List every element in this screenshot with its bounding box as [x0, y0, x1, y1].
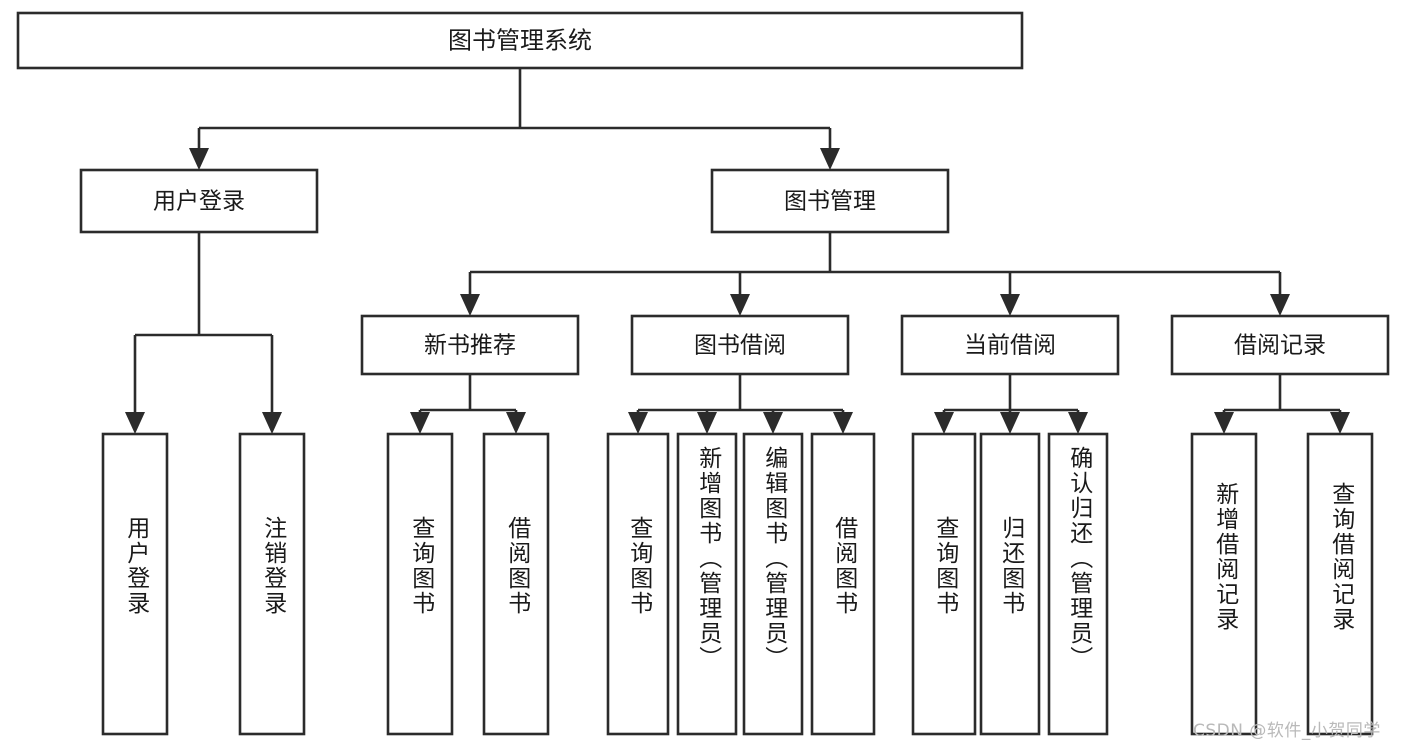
node-book-management-box[interactable] [710, 168, 950, 234]
arrowhead-leaf-query-books-recommend [410, 412, 430, 434]
node-leaf-edit-book-admin-box[interactable] [742, 432, 804, 736]
node-leaf-return-books-box[interactable] [979, 432, 1041, 736]
connector-group-user-login [125, 232, 282, 434]
leaf-boxes [101, 432, 1374, 736]
node-book-borrow-box[interactable] [630, 314, 850, 376]
csdn-watermark: CSDN @软件_小贺同学 [1193, 721, 1381, 741]
connector-group-book-borrow [628, 374, 853, 434]
node-leaf-user-login-box[interactable] [101, 432, 169, 736]
node-current-borrow[interactable]: 当前借阅 [900, 314, 1120, 376]
node-new-book-recommend-box[interactable] [360, 314, 580, 376]
arrowhead-book-management [820, 148, 840, 170]
connector-bb-drops [636, 410, 845, 412]
node-leaf-borrow-books-recommend-box[interactable] [482, 432, 550, 736]
connector-group-new-book-recommend [410, 374, 526, 434]
node-new-book-recommend-label: 新书推荐 [424, 333, 516, 359]
node-leaf-query-books-recommend-box[interactable] [386, 432, 454, 736]
node-leaf-logout-box[interactable] [238, 432, 306, 736]
node-user-login[interactable]: 用户登录 [79, 168, 319, 234]
connector-cb-drops [942, 410, 1080, 412]
arrowhead-borrow-records [1270, 294, 1290, 316]
node-leaf-confirm-return-admin-box[interactable] [1047, 432, 1109, 736]
arrowhead-leaf-borrow-books [833, 412, 853, 434]
node-user-login-box[interactable] [79, 168, 319, 234]
arrowhead-leaf-query-books-borrow [628, 412, 648, 434]
node-book-management-label: 图书管理 [784, 189, 876, 215]
arrowhead-leaf-add-book-admin [697, 412, 717, 434]
node-leaf-query-books-current-box[interactable] [911, 432, 977, 736]
node-borrow-records-label: 借阅记录 [1234, 333, 1326, 359]
node-leaf-borrow-books-box[interactable] [810, 432, 876, 736]
node-leaf-query-books-borrow-box[interactable] [606, 432, 670, 736]
arrowhead-leaf-add-borrow-record [1214, 412, 1234, 434]
node-user-login-label: 用户登录 [153, 189, 245, 215]
arrowhead-new-book-recommend [460, 294, 480, 316]
node-book-management[interactable]: 图书管理 [710, 168, 950, 234]
connector-group-current-borrow [934, 374, 1088, 434]
node-current-borrow-box[interactable] [900, 314, 1120, 376]
node-borrow-records[interactable]: 借阅记录 [1170, 314, 1390, 376]
arrowhead-leaf-borrow-books-recommend [506, 412, 526, 434]
connector-group-borrow-records [1214, 374, 1350, 434]
node-current-borrow-label: 当前借阅 [964, 333, 1056, 359]
node-leaf-query-borrow-record-box[interactable] [1306, 432, 1374, 736]
arrowhead-leaf-logout [262, 412, 282, 434]
connector-group-book-management [460, 232, 1290, 316]
arrowhead-leaf-query-borrow-record [1330, 412, 1350, 434]
node-borrow-records-box[interactable] [1170, 314, 1390, 376]
arrowhead-leaf-user-login [125, 412, 145, 434]
node-root-box[interactable] [16, 11, 1024, 70]
node-root-label: 图书管理系统 [448, 27, 592, 55]
node-leaf-add-borrow-record-box[interactable] [1190, 432, 1258, 736]
node-book-borrow-label: 图书借阅 [694, 333, 786, 359]
node-book-borrow[interactable]: 图书借阅 [630, 314, 850, 376]
arrowhead-leaf-query-books-current [934, 412, 954, 434]
arrowhead-leaf-confirm-return-admin [1068, 412, 1088, 434]
arrowhead-current-borrow [1000, 294, 1020, 316]
connector-br-drops [1222, 410, 1342, 412]
node-root[interactable]: 图书管理系统 [16, 11, 1024, 70]
arrowhead-user-login [189, 148, 209, 170]
connector-group-root [189, 68, 840, 170]
node-leaf-add-book-admin-box[interactable] [676, 432, 738, 736]
arrowhead-leaf-return-books [1000, 412, 1020, 434]
arrowhead-book-borrow [730, 294, 750, 316]
node-new-book-recommend[interactable]: 新书推荐 [360, 314, 580, 376]
arrowhead-leaf-edit-book-admin [763, 412, 783, 434]
